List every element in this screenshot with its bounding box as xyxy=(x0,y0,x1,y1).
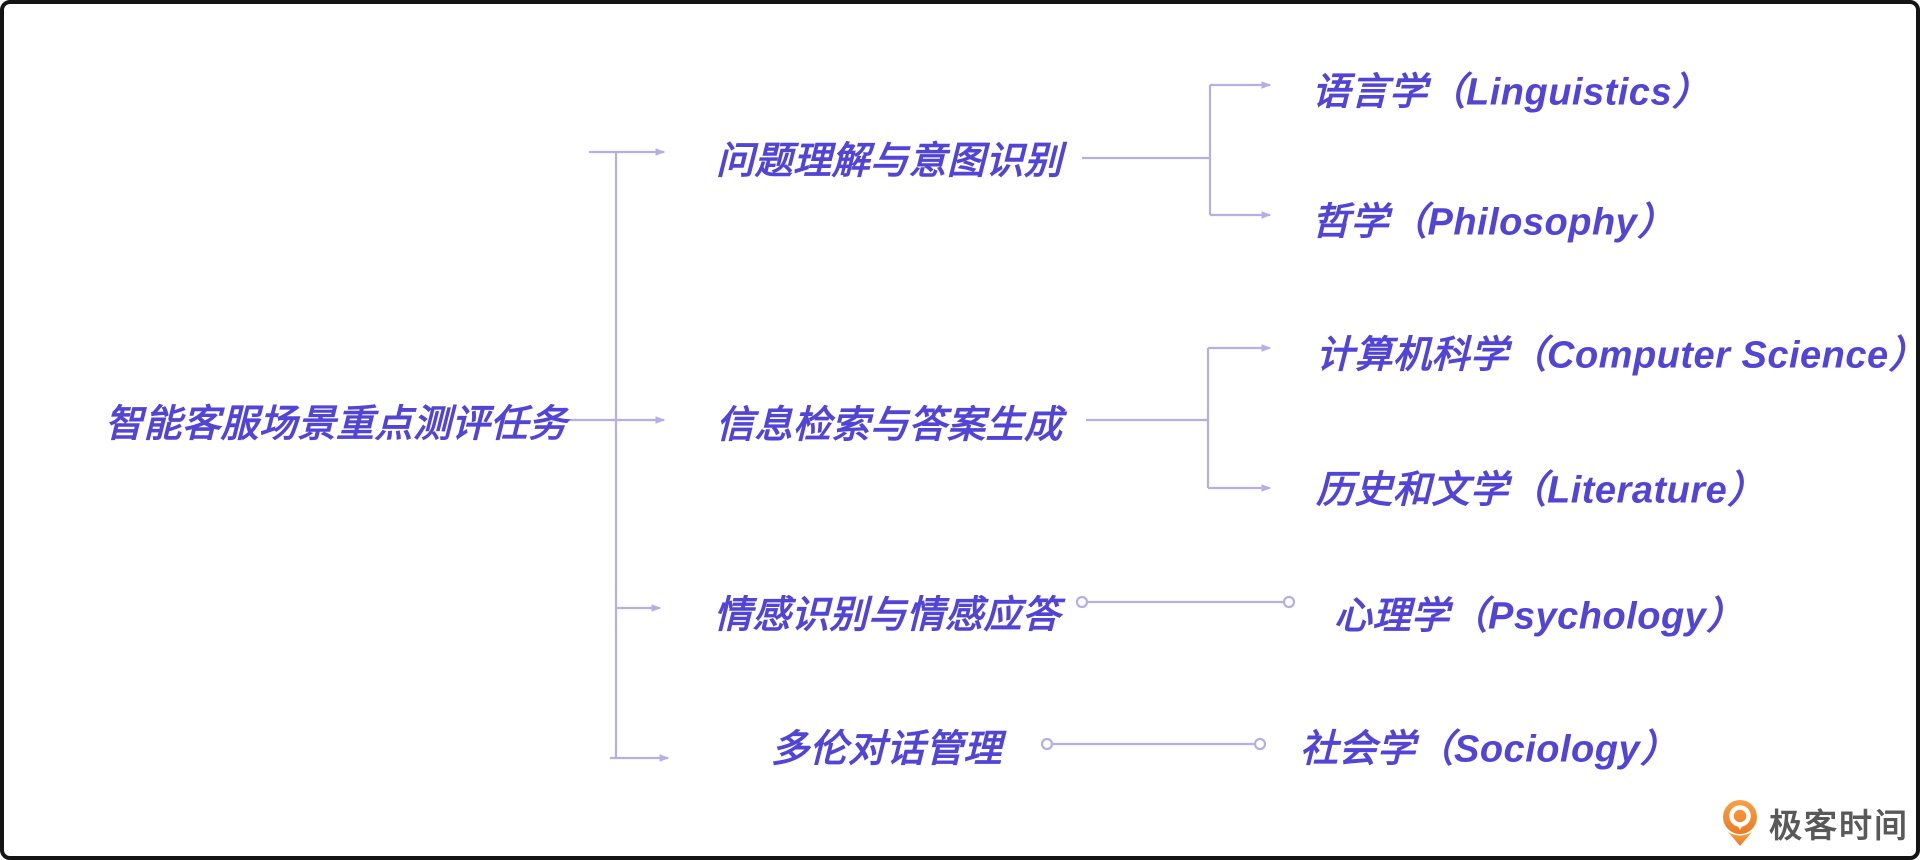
root-node: 智能客服场景重点测评任务 xyxy=(105,403,568,446)
branch-node-dialogue-management: 多伦对话管理 xyxy=(771,728,1003,771)
logo-text: 极客时间 xyxy=(1769,807,1909,844)
branch-node-info-retrieval: 信息检索与答案生成 xyxy=(716,404,1063,447)
connector-endpoint-circle xyxy=(1040,737,1054,751)
leaf-node-linguistics: 语言学（Linguistics） xyxy=(1312,71,1711,114)
branch-node-emotion: 情感识别与情感应答 xyxy=(714,594,1061,637)
branch-node-intent-recognition: 问题理解与意图识别 xyxy=(716,140,1063,183)
leaf-node-psychology: 心理学（Psychology） xyxy=(1334,595,1745,638)
leaf-node-computer-science: 计算机科学（Computer Science） xyxy=(1316,334,1920,377)
connector-endpoint-circle xyxy=(1282,595,1296,609)
leaf-node-philosophy: 哲学（Philosophy） xyxy=(1312,201,1676,244)
leaf-node-literature: 历史和文学（Literature） xyxy=(1316,469,1766,512)
connector-endpoint-circle xyxy=(1075,595,1089,609)
leaf-node-sociology: 社会学（Sociology） xyxy=(1300,728,1679,771)
geektime-pin-icon xyxy=(1723,800,1757,846)
connector-endpoint-circle xyxy=(1253,737,1267,751)
geektime-logo: 极客时间 xyxy=(1720,798,1909,848)
